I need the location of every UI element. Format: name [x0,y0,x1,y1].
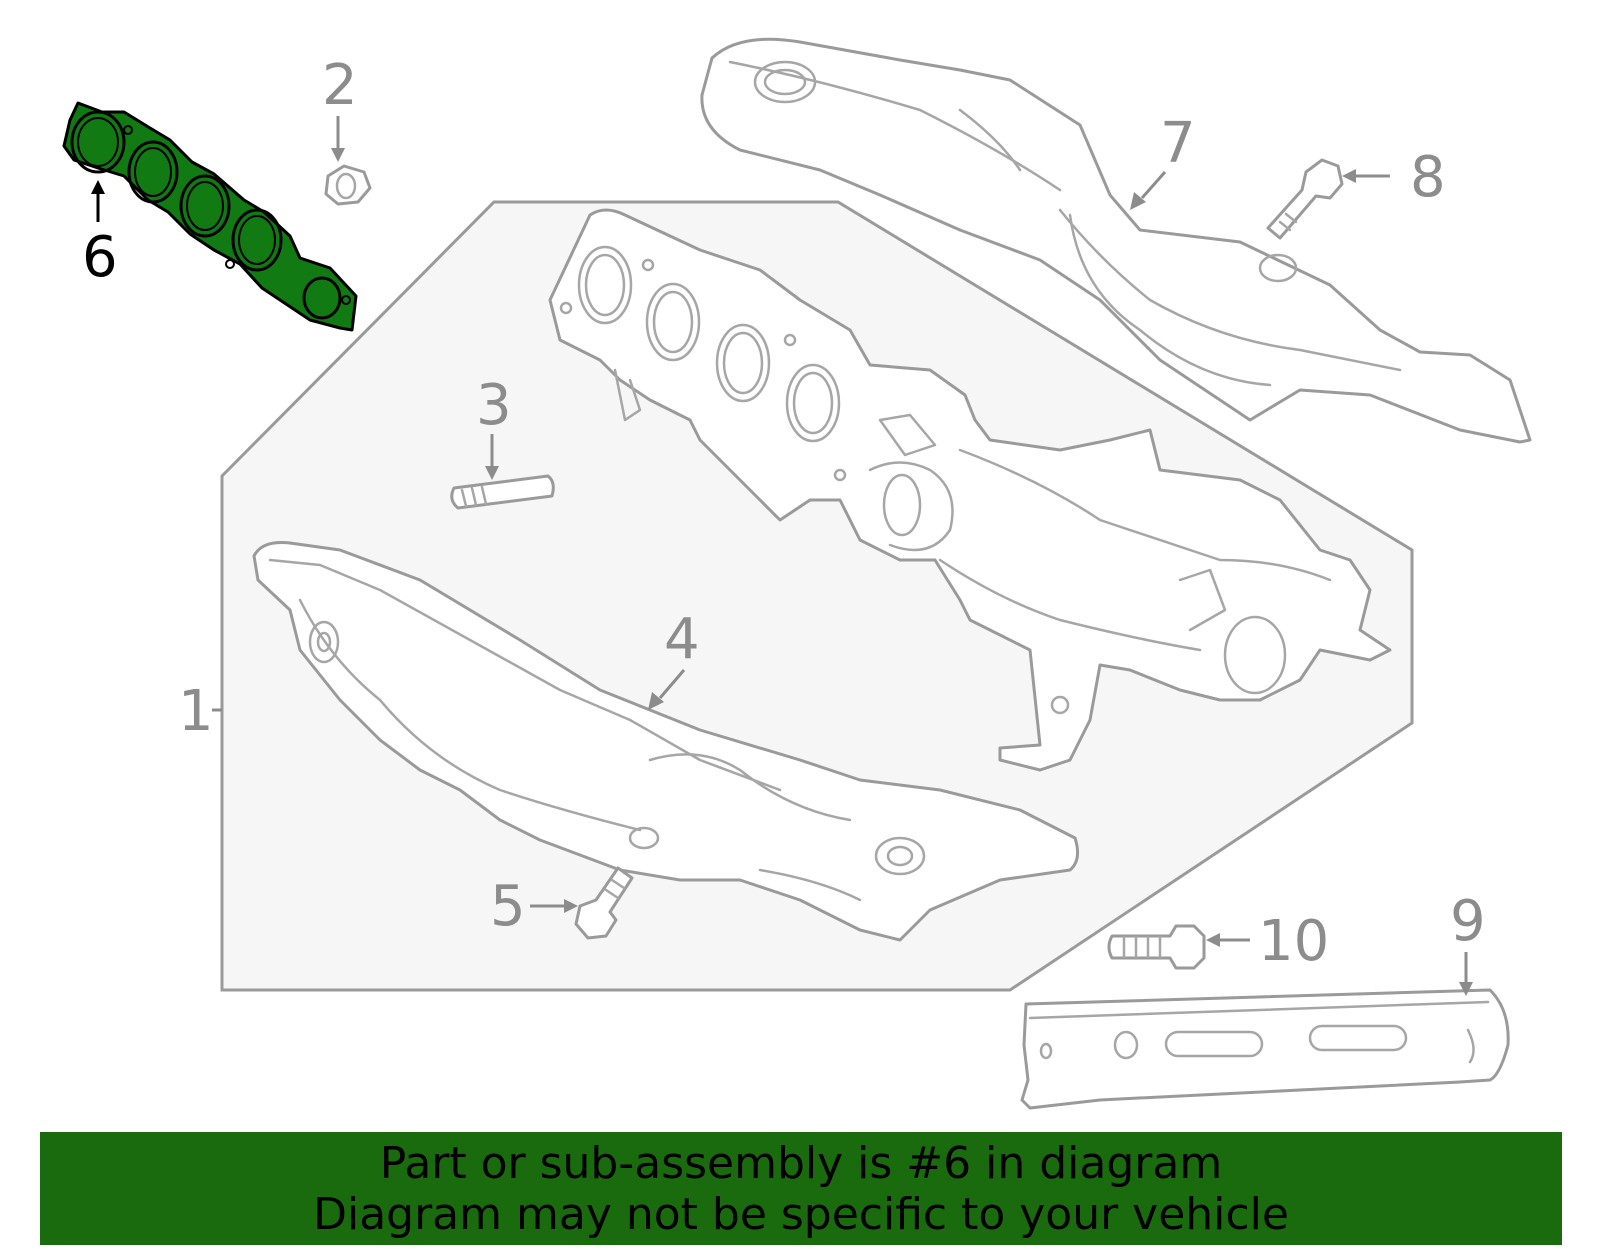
part-7-upper-heat-shield[interactable] [700,37,1532,444]
callout-3: 3 [476,373,512,438]
callout-9: 9 [1450,889,1486,954]
part-5-bolt[interactable] [574,866,634,940]
part-9-bracket[interactable] [1020,988,1510,1110]
callout-5: 5 [490,874,526,939]
leader-lines [91,116,1473,996]
part-8-bolt[interactable] [1266,158,1344,240]
callout-4: 4 [664,607,700,672]
callout-1: 1 [178,679,214,744]
part-6-exhaust-manifold-gasket[interactable] [62,101,358,332]
info-banner: Part or sub-assembly is #6 in diagram Di… [40,1132,1562,1245]
parts-diagram: 1 2 3 4 5 6 7 8 9 10 [62,37,1532,1110]
callout-7: 7 [1160,111,1196,176]
banner-line-disclaimer: Diagram may not be specific to your vehi… [313,1189,1289,1240]
part-10-bolt[interactable] [1107,924,1206,970]
exhaust-manifold[interactable] [548,208,1392,772]
part-4-lower-heat-shield[interactable] [252,541,1080,942]
part-3-stud[interactable] [450,474,555,510]
callout-10: 10 [1258,909,1329,974]
banner-line-part: Part or sub-assembly is #6 in diagram [379,1138,1223,1189]
part-2-nut[interactable] [324,164,372,206]
callout-2: 2 [322,53,358,118]
callout-8: 8 [1410,145,1446,210]
callout-6: 6 [82,225,118,290]
